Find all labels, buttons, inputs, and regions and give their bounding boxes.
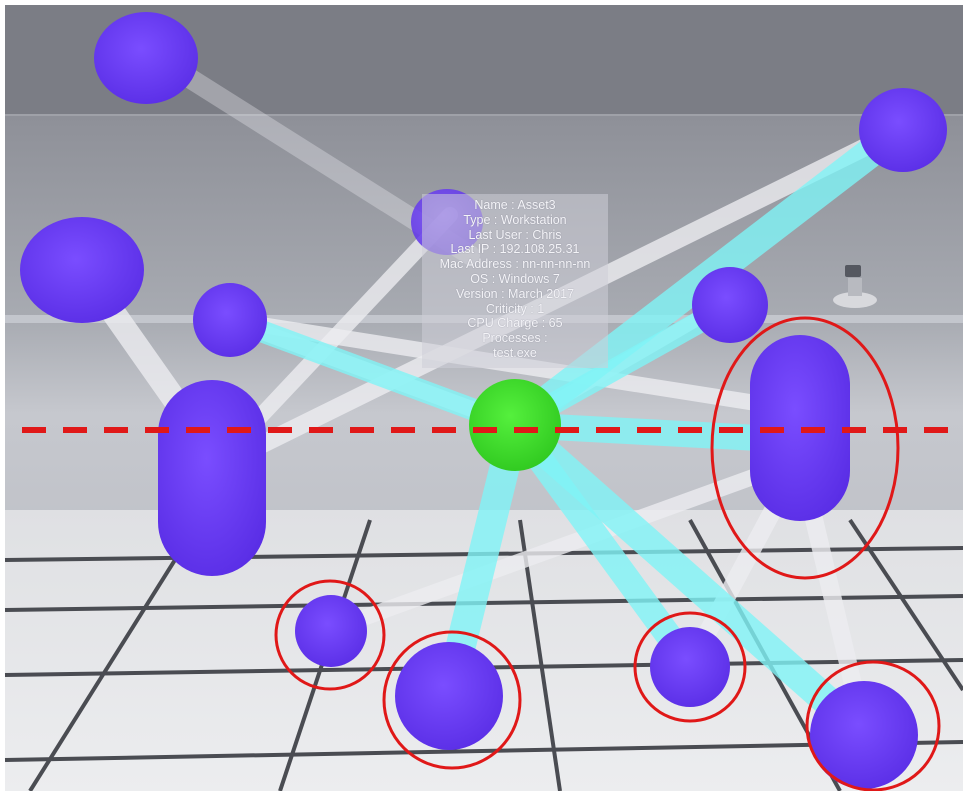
- asset-info-tooltip: Name : Asset3 Type : Workstation Last Us…: [422, 194, 608, 368]
- asset-criticity: Criticity : 1: [485, 301, 545, 316]
- asset-processes-label: Processes :: [482, 331, 548, 346]
- asset-mac-address: Mac Address : nn-nn-nn-nn: [439, 257, 591, 272]
- annotation-circle-large: [382, 630, 522, 770]
- annotation-circle-small: [274, 579, 386, 691]
- node-top-left[interactable]: [94, 12, 198, 104]
- node-left-small[interactable]: [193, 283, 267, 357]
- node-bottom-right-small[interactable]: [650, 627, 730, 707]
- asset-last-ip: Last IP : 192.108.25.31: [450, 242, 580, 257]
- node-top-right[interactable]: [859, 88, 947, 172]
- asset-cpu-charge: CPU Charge : 65: [467, 316, 563, 331]
- asset-os: OS : Windows 7: [470, 271, 560, 286]
- node-left[interactable]: [20, 217, 144, 323]
- asset-process-item: test.exe: [493, 345, 537, 360]
- annotation-circles: [274, 316, 941, 791]
- node-capsule-right[interactable]: [750, 335, 850, 521]
- wall-lamp: [833, 265, 877, 308]
- asset-name: Name : Asset3: [474, 198, 556, 212]
- node-capsule-left[interactable]: [158, 380, 266, 576]
- annotation-circle-right-small: [633, 611, 747, 723]
- asset-last-user: Last User : Chris: [468, 227, 562, 242]
- node-bottom-right-large[interactable]: [810, 681, 918, 789]
- node-selected-green[interactable]: [469, 379, 561, 471]
- annotation-circle-right-large: [805, 660, 941, 791]
- node-bottom-small[interactable]: [295, 595, 367, 667]
- annotation-ellipse-capsule: [710, 316, 900, 580]
- asset-version: Version : March 2017: [455, 286, 575, 301]
- node-bottom-large[interactable]: [395, 642, 503, 750]
- node-right-middle[interactable]: [692, 267, 768, 343]
- asset-type: Type : Workstation: [463, 212, 567, 227]
